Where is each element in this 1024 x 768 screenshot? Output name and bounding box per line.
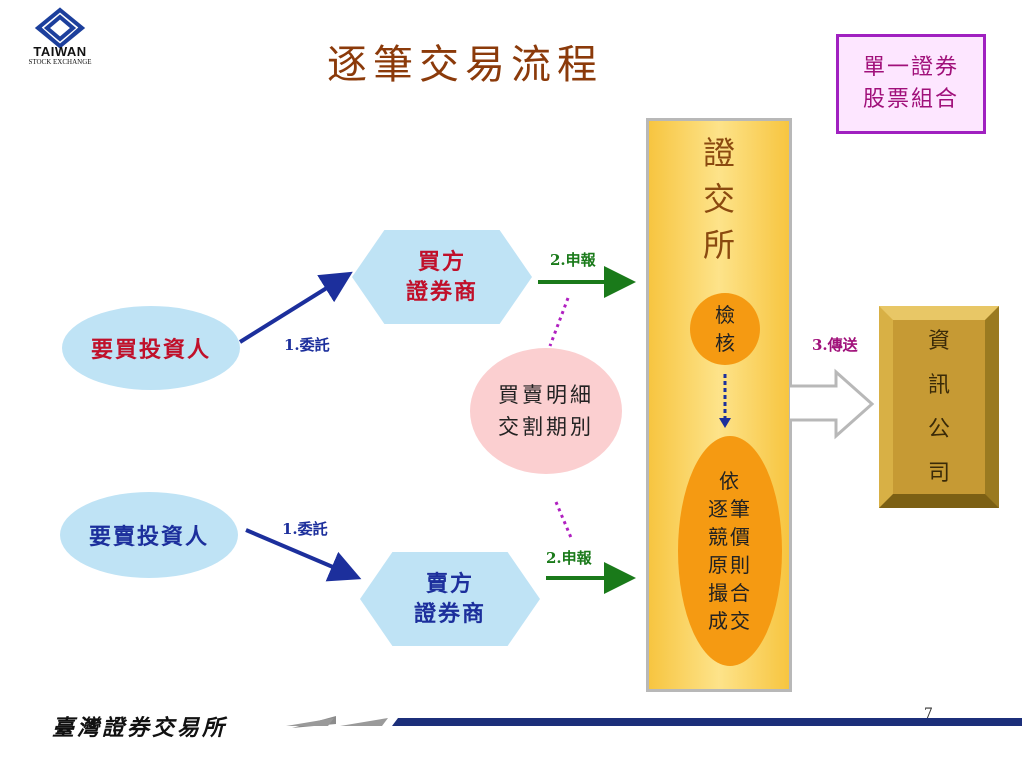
twse-logo-icon [34,7,86,49]
trade-detail-node: 買賣明細 交割期別 [470,348,622,474]
sell-broker-node: 賣方 證券商 [360,552,540,646]
sell-entrust-arrow [245,528,362,582]
check-node: 檢 核 [690,293,760,365]
info-company-label: 資 訊 公 司 [927,329,950,486]
sell-entrust-label: 1.委託 [282,520,328,538]
sell-investor-node: 要賣投資人 [60,492,238,578]
sell-report-label: 2.申報 [546,549,592,567]
buy-report-label: 2.申報 [550,251,596,269]
footer-bar-segment [286,718,334,726]
page-title: 逐筆交易流程 [327,42,603,88]
logo-subtitle: STOCK EXCHANGE [28,58,92,66]
tag-box: 單一證券 股票組合 [836,34,986,134]
tag-line: 股票組合 [862,87,959,112]
footer-org: 臺灣證券交易所 [52,715,228,741]
tag-line: 單一證券 [862,55,959,80]
check-to-match-arrowhead [719,418,731,428]
transmit-label: 3.傳送 [812,336,858,354]
match-node: 依 逐筆 競價 原則 撮合 成交 [678,436,782,666]
detail-link-bottom [554,501,574,541]
info-company-block [879,306,999,508]
page-number: 7 [924,706,933,722]
transmit-arrow [790,368,875,440]
detail-link-top [548,297,570,347]
buy-entrust-label: 1.委託 [284,336,330,354]
buy-entrust-arrow [238,271,353,344]
exchange-title: 證 交 所 [702,134,735,264]
logo-name: TAIWAN [33,44,87,59]
footer-bar-segment [340,718,388,726]
buy-broker-node: 買方 證券商 [352,230,532,324]
buy-investor-node: 要買投資人 [62,306,240,390]
footer-bar-main [392,718,1022,726]
